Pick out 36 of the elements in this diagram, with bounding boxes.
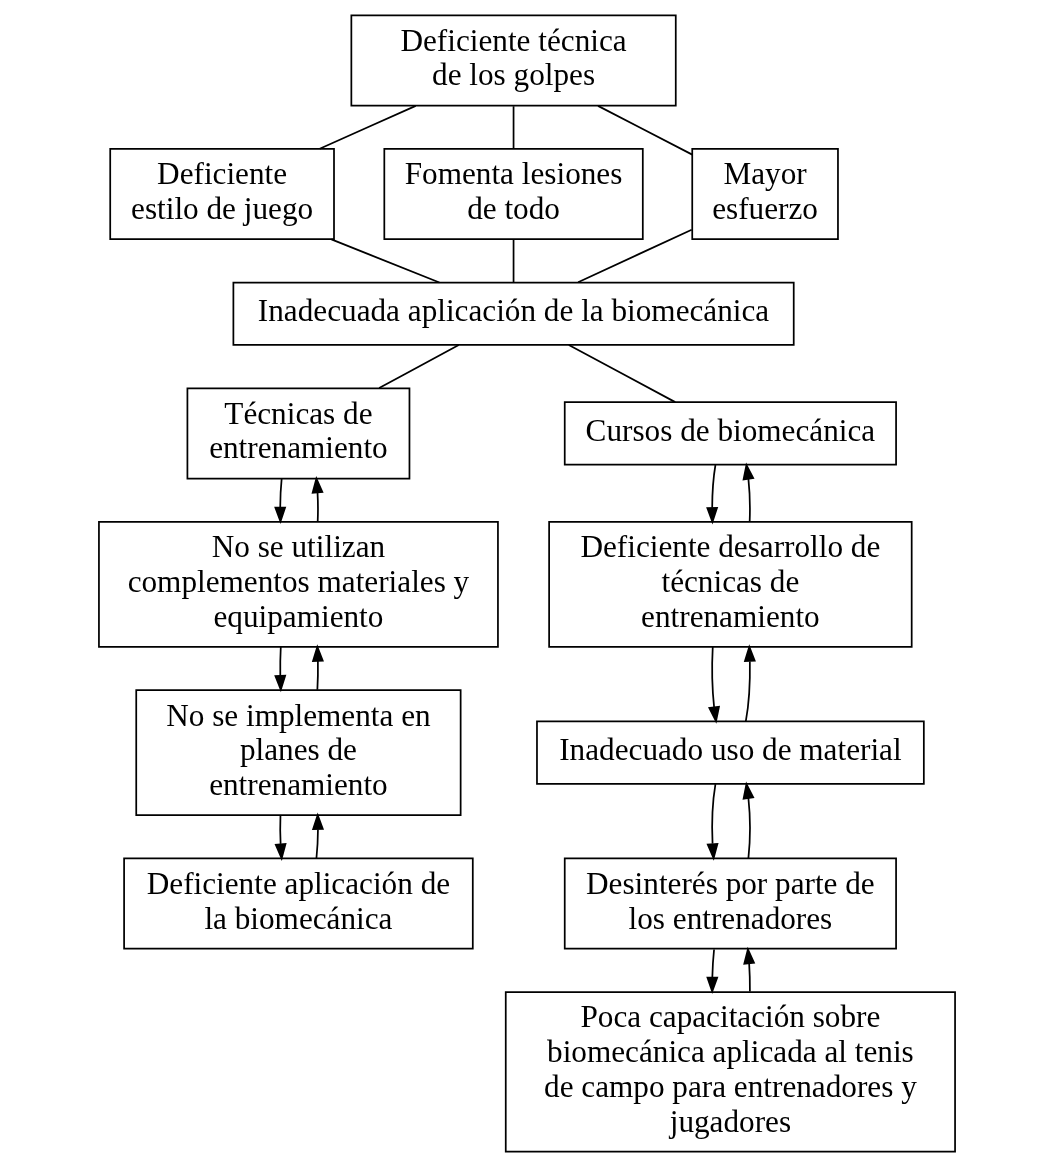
arrow xyxy=(743,644,756,723)
connector xyxy=(512,105,515,150)
arrow xyxy=(274,646,287,693)
arrow xyxy=(311,812,325,860)
node-box: No se utilizan complementos materiales y equipamiento xyxy=(98,521,499,648)
arrow xyxy=(743,946,756,993)
connector xyxy=(597,105,694,156)
arrow xyxy=(311,476,324,523)
node-box: Técnicas de entrenamiento xyxy=(186,387,411,480)
node-box: Deficiente estilo de juego xyxy=(109,148,335,240)
node-box: Deficiente aplicación de la biomecánica xyxy=(123,857,474,950)
arrow xyxy=(706,783,719,861)
arrow xyxy=(742,462,755,523)
arrow xyxy=(706,464,719,525)
node-box: Fomenta lesiones de todo xyxy=(383,148,644,240)
arrow xyxy=(274,477,287,525)
node-box: Inadecuado uso de material xyxy=(536,720,925,785)
node-box: Inadecuada aplicación de la biomecánica xyxy=(232,281,795,346)
arrow xyxy=(708,646,721,724)
connector xyxy=(378,344,460,389)
node-box: Desinterés por parte de los entrenadores xyxy=(563,857,897,950)
arrow xyxy=(274,814,287,861)
node-box: No se implementa en planes de entrenamiento xyxy=(135,689,462,816)
node-box: Mayor esfuerzo xyxy=(691,148,839,240)
node-box: Poca capacitación sobre biomecánica aplicada al tenis de campo para entrenadores y jugadores xyxy=(504,991,956,1153)
connector xyxy=(330,238,441,284)
node-box: Deficiente técnica de los golpes xyxy=(350,14,677,107)
arrow xyxy=(311,644,324,691)
connector xyxy=(577,228,693,284)
connector xyxy=(512,238,515,283)
arrow xyxy=(706,948,719,995)
connector xyxy=(567,344,677,403)
arrow xyxy=(742,781,755,859)
node-box: Cursos de biomecánica xyxy=(563,401,897,466)
node-box: Deficiente desarrollo de técnicas de entrenamiento xyxy=(548,521,913,648)
connector xyxy=(318,105,417,150)
